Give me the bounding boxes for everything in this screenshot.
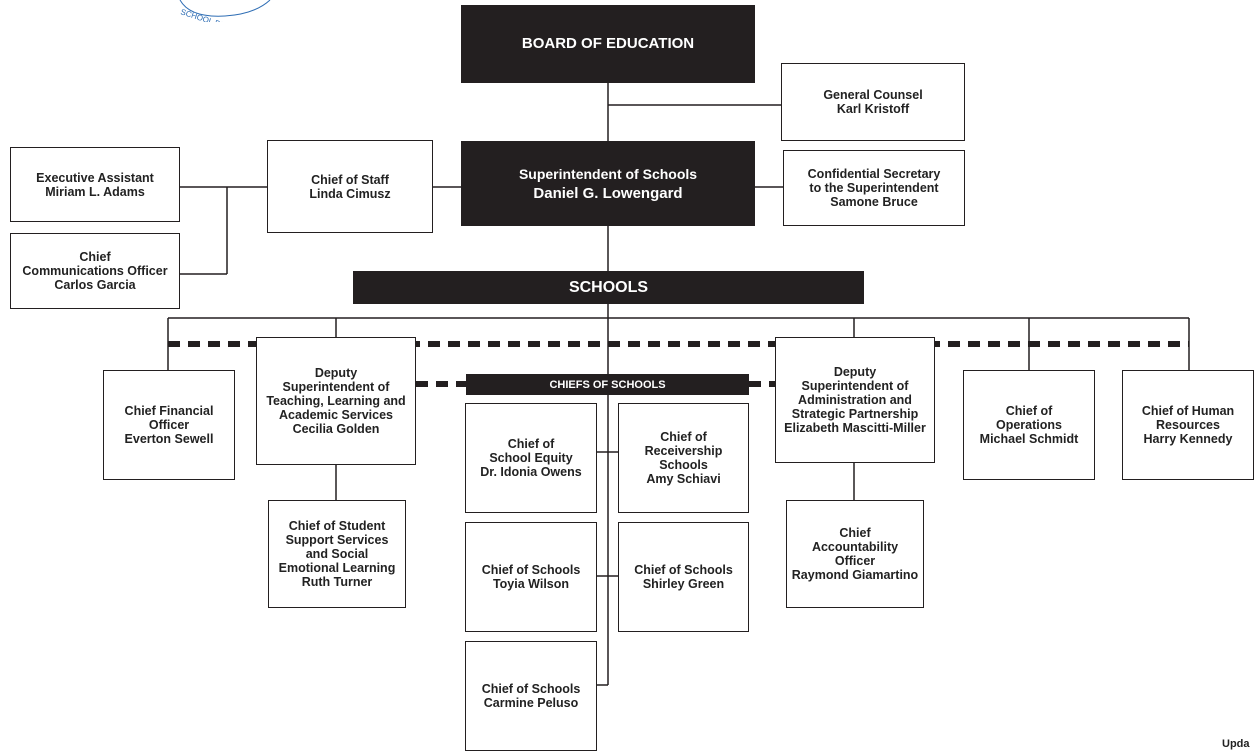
chief-of-staff-box: Chief of Staff Linda Cimusz [267,140,433,233]
hr-line2: Resources [1156,418,1220,432]
chief-of-schools-wilson-box: Chief of Schools Toyia Wilson [465,522,597,632]
school-equity-box: Chief of School Equity Dr. Idonia Owens [465,403,597,513]
confidential-secretary-line1: Confidential Secretary [807,167,941,181]
executive-assistant-title: Executive Assistant [36,170,154,185]
operations-name: Michael Schmidt [979,432,1079,446]
deputy-admin-line4: Strategic Partnership [791,407,919,421]
accountability-line3: Officer [834,554,876,568]
hr-name: Harry Kennedy [1143,432,1233,446]
operations-box: Chief of Operations Michael Schmidt [963,370,1095,480]
deputy-teaching-line1: Deputy [314,366,358,380]
board-title: BOARD OF EDUCATION [521,35,695,52]
cfo-line2: Officer [148,418,190,432]
receivership-box: Chief of Receivership Schools Amy Schiav… [618,403,749,513]
operations-line1: Chief of [1005,404,1053,418]
updated-note: Upda [1222,738,1250,750]
executive-assistant-name: Miriam L. Adams [45,184,145,199]
logo-text: SCHOOL DIS [179,7,228,22]
student-support-line1: Chief of Student [288,519,386,533]
peluso-name: Carmine Peluso [483,696,579,710]
schools-label: SCHOOLS [568,278,649,296]
general-counsel-box: General Counsel Karl Kristoff [781,63,965,141]
district-logo: SCHOOL DIS [150,0,280,22]
chief-of-staff-name: Linda Cimusz [309,186,391,201]
deputy-admin-line2: Superintendent of [801,379,909,393]
school-equity-line2: School Equity [489,451,573,465]
deputy-teaching-line4: Academic Services [279,408,393,422]
student-support-line4: Emotional Learning [278,561,396,575]
school-equity-name: Dr. Idonia Owens [480,465,582,479]
deputy-admin-line3: Administration and [798,393,912,407]
general-counsel-title: General Counsel [823,88,923,102]
wilson-title: Chief of Schools [481,563,581,577]
schools-bar: SCHOOLS [353,271,864,304]
chief-of-schools-peluso-box: Chief of Schools Carmine Peluso [465,641,597,751]
chiefs-of-schools-bar: CHIEFS OF SCHOOLS [466,374,749,395]
communications-line2: Communications Officer [22,264,168,278]
green-name: Shirley Green [642,577,725,591]
peluso-title: Chief of Schools [481,682,581,696]
confidential-secretary-line2: to the Superintendent [809,181,939,195]
chiefs-of-schools-label: CHIEFS OF SCHOOLS [549,378,666,391]
student-support-line3: and Social [305,547,369,561]
student-support-name: Ruth Turner [301,575,373,589]
deputy-teaching-name: Cecilia Golden [292,422,380,436]
deputy-teaching-line3: Teaching, Learning and [266,394,406,408]
receivership-line3: Schools [659,458,708,472]
deputy-teaching-box: Deputy Superintendent of Teaching, Learn… [256,337,416,465]
chief-of-schools-green-box: Chief of Schools Shirley Green [618,522,749,632]
hr-line1: Chief of Human [1141,404,1235,418]
receivership-name: Amy Schiavi [646,472,721,486]
accountability-name: Raymond Giamartino [791,568,919,582]
general-counsel-name: Karl Kristoff [836,102,910,116]
deputy-teaching-line2: Superintendent of [282,380,390,394]
wilson-name: Toyia Wilson [492,577,570,591]
executive-assistant-box: Executive Assistant Miriam L. Adams [10,147,180,222]
student-support-box: Chief of Student Support Services and So… [268,500,406,608]
deputy-admin-line1: Deputy [833,365,877,379]
superintendent-name: Daniel G. Lowengard [533,184,683,202]
accountability-line2: Accountability [811,540,899,554]
deputy-admin-name: Elizabeth Mascitti-Miller [784,421,926,435]
confidential-secretary-name: Samone Bruce [830,195,918,209]
communications-officer-box: Chief Communications Officer Carlos Garc… [10,233,180,309]
accountability-box: Chief Accountability Officer Raymond Gia… [786,500,924,608]
operations-line2: Operations [996,418,1062,432]
communications-name: Carlos Garcia [54,278,136,292]
receivership-line2: Receivership [644,444,723,458]
board-of-education-box: BOARD OF EDUCATION [461,5,755,83]
communications-line1: Chief [79,250,111,264]
green-title: Chief of Schools [634,563,733,577]
cfo-name: Everton Sewell [124,432,214,446]
superintendent-box: Superintendent of Schools Daniel G. Lowe… [461,141,755,226]
receivership-line1: Chief of [660,430,707,444]
school-equity-line1: Chief of [507,437,555,451]
cfo-line1: Chief Financial [124,404,214,418]
confidential-secretary-box: Confidential Secretary to the Superinten… [783,150,965,226]
student-support-line2: Support Services [285,533,389,547]
chief-of-staff-title: Chief of Staff [311,172,389,187]
deputy-admin-box: Deputy Superintendent of Administration … [775,337,935,463]
cfo-box: Chief Financial Officer Everton Sewell [103,370,235,480]
accountability-line1: Chief [839,526,871,540]
superintendent-title: Superintendent of Schools [518,165,698,182]
human-resources-box: Chief of Human Resources Harry Kennedy [1122,370,1254,480]
